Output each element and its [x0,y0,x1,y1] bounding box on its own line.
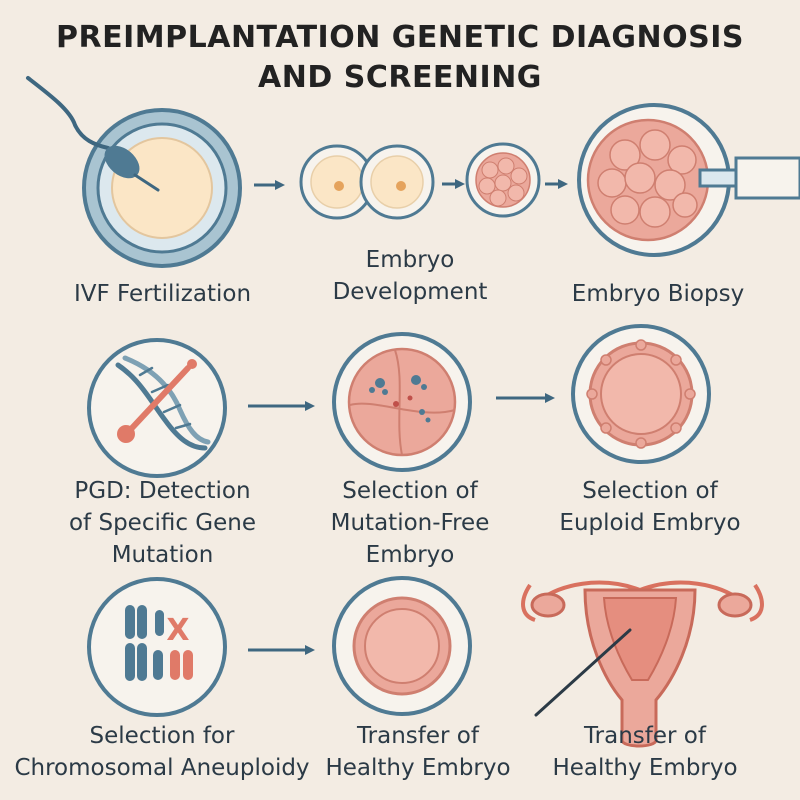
catheter-icon [534,628,632,717]
title-line-2: AND SCREENING [258,60,542,95]
label-development: Embryo Development [332,247,488,305]
pgd-illustration [87,338,227,478]
label-biopsy: Embryo Biopsy [571,281,745,307]
cut-tool-icon [117,359,197,443]
label-ivf: IVF Fertilization [73,281,252,307]
transfer-embryo-illustration [332,576,472,716]
morula-icon [465,142,541,218]
biopsy-pipette-icon [698,156,800,200]
chromosome-mark: X [166,613,189,648]
two-cell-icon [299,144,435,220]
aneuploidy-illustration: X [87,577,227,717]
title-line-1: PREIMPLANTATION GENETIC DIAGNOSIS [56,20,744,55]
label-transfer-b: Transfer of Healthy Embryo [552,723,738,781]
page-title: PREIMPLANTATION GENETIC DIAGNOSIS AND SC… [0,18,800,98]
label-pgd: PGD: Detection of Specific Gene Mutation [68,478,256,568]
development-illustration [299,142,541,220]
euploid-illustration [571,324,711,464]
dna-icon [115,355,211,451]
sperm-icon [26,76,160,192]
chromosome-icon [125,605,193,681]
label-transfer-a: Transfer of Healthy Embryo [325,723,511,781]
mutation-free-illustration [332,332,472,472]
label-euploid: Selection of Euploid Embryo [559,478,741,536]
biopsy-illustration [577,103,800,257]
ivf-illustration [26,76,242,268]
label-aneuploidy: Selection for Chromosomal Aneuploidy [14,723,310,781]
label-mutation-free: Selection of Mutation-Free Embryo [330,478,490,568]
